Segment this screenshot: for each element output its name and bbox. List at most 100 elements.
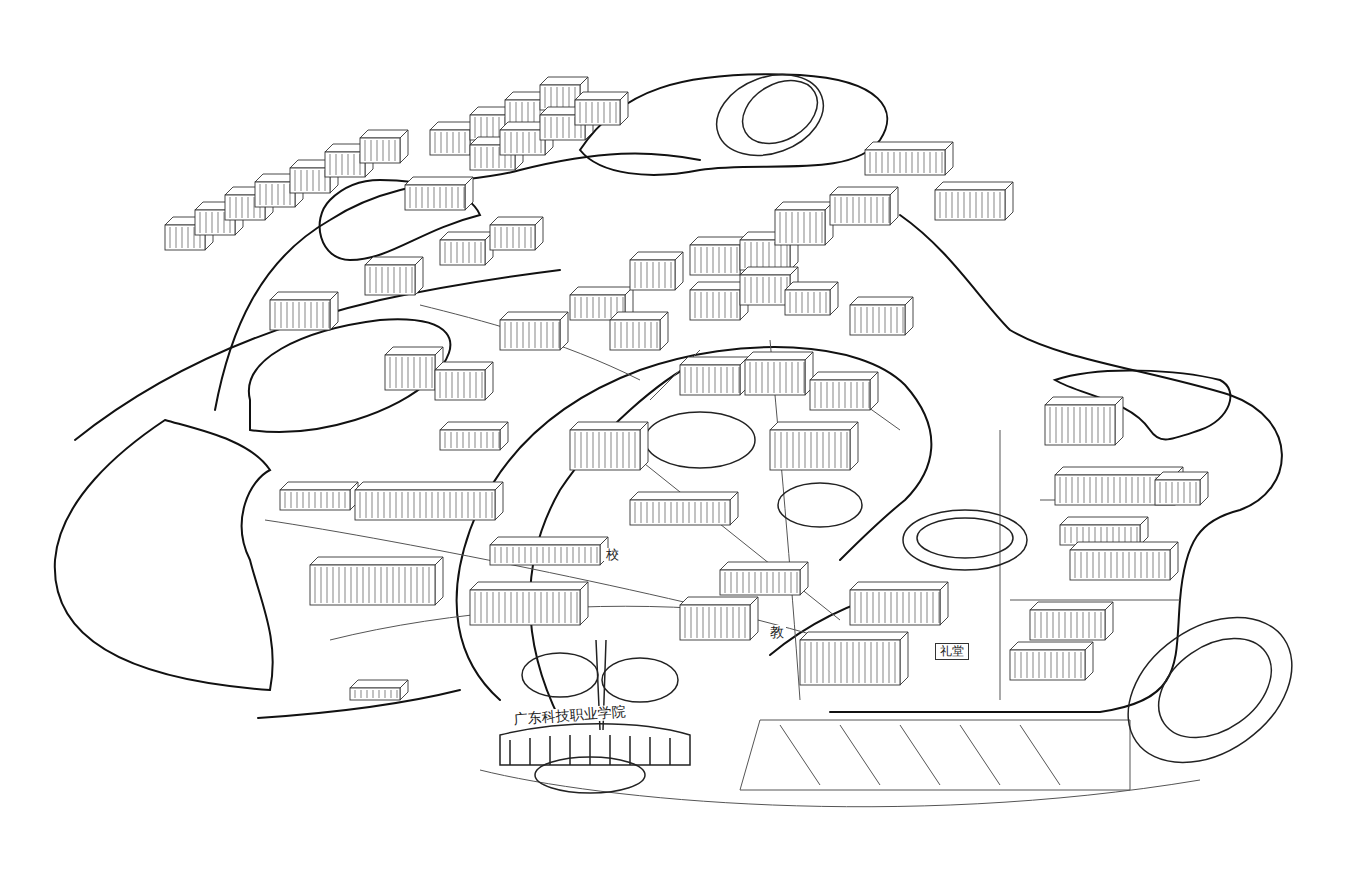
window-hatch — [355, 690, 397, 698]
front-wall — [720, 570, 800, 595]
side-wall — [1140, 517, 1148, 545]
building-sketch — [385, 347, 443, 390]
front-wall — [290, 168, 330, 193]
window-hatch — [750, 362, 804, 393]
building-sketch — [1010, 642, 1093, 680]
roof — [865, 142, 953, 150]
front-wall — [830, 195, 890, 225]
front-wall — [430, 130, 470, 155]
building-sketch — [630, 492, 738, 525]
roof — [850, 297, 913, 305]
window-hatch — [745, 242, 787, 268]
roof — [350, 680, 408, 688]
window-hatch — [725, 572, 797, 593]
building-sketch — [680, 357, 748, 395]
window-hatch — [855, 307, 903, 333]
side-wall — [435, 557, 443, 605]
roof — [575, 92, 628, 100]
window-hatch — [1050, 407, 1110, 443]
front-wall — [740, 275, 790, 305]
lake-outline — [580, 74, 887, 175]
window-hatch — [315, 567, 429, 603]
front-wall — [365, 265, 415, 295]
building-sketch — [745, 352, 813, 395]
front-wall — [770, 430, 850, 470]
window-hatch — [440, 372, 482, 398]
front-wall — [800, 640, 900, 685]
side-wall — [750, 597, 758, 640]
building-sketch — [720, 562, 808, 595]
boundary-line — [215, 153, 700, 410]
front-wall — [1155, 480, 1200, 505]
building-sketch — [500, 312, 568, 350]
front-wall — [280, 490, 350, 510]
roof — [740, 267, 798, 275]
side-wall — [940, 582, 948, 625]
building-sketch — [1060, 517, 1148, 545]
window-hatch — [1035, 612, 1101, 638]
front-wall — [690, 290, 740, 320]
stadium — [903, 510, 1027, 570]
side-wall — [730, 492, 738, 525]
court-lines — [780, 725, 1060, 785]
window-hatch — [855, 592, 939, 623]
roof — [800, 632, 908, 640]
front-wall — [490, 545, 600, 565]
roof — [570, 287, 633, 295]
side-wall — [830, 282, 838, 315]
window-hatch — [695, 292, 737, 318]
building-sketch — [690, 282, 748, 320]
building-sketch — [270, 292, 338, 330]
roof — [1060, 517, 1148, 525]
roof — [490, 217, 543, 225]
roof — [720, 562, 808, 570]
building-sketch — [440, 232, 493, 265]
roof — [385, 347, 443, 355]
side-wall — [1005, 182, 1013, 220]
building-sketch — [570, 422, 648, 470]
roof — [810, 372, 878, 380]
building-sketch — [610, 312, 668, 350]
stadium-field — [917, 518, 1013, 558]
window-hatch — [805, 642, 895, 683]
building-sketch — [355, 482, 503, 520]
front-wall — [810, 380, 870, 410]
building-sketch — [810, 372, 878, 410]
window-hatch — [545, 87, 575, 108]
building-sketch — [310, 557, 443, 605]
front-wall — [1045, 405, 1115, 445]
side-wall — [800, 562, 808, 595]
window-hatch — [510, 102, 540, 123]
window-hatch — [870, 152, 942, 173]
road-line — [480, 770, 1200, 807]
window-hatch — [370, 267, 412, 293]
building-sketch — [935, 182, 1013, 220]
roof — [680, 357, 748, 365]
gate-hatch — [510, 735, 670, 765]
front-wall — [570, 430, 640, 470]
window-hatch — [1015, 652, 1081, 678]
building-sketch — [405, 177, 473, 210]
main-gate — [500, 724, 690, 765]
roof — [775, 202, 833, 210]
side-wall — [1170, 542, 1178, 580]
lake-ring — [731, 68, 828, 156]
roof — [1030, 602, 1113, 610]
front-wall — [1030, 610, 1105, 640]
roof — [440, 422, 508, 430]
front-wall — [680, 365, 740, 395]
road-line — [1000, 430, 1200, 700]
side-wall — [1200, 472, 1208, 505]
front-wall — [690, 245, 740, 275]
building-sketch — [865, 142, 953, 175]
roof — [470, 582, 588, 590]
lake-ring — [705, 60, 834, 169]
roof — [630, 252, 683, 260]
roof — [310, 557, 443, 565]
front-wall — [355, 490, 495, 520]
front-wall — [1010, 650, 1085, 680]
front-wall — [1070, 550, 1170, 580]
side-wall — [400, 130, 408, 163]
building-sketch — [850, 582, 948, 625]
